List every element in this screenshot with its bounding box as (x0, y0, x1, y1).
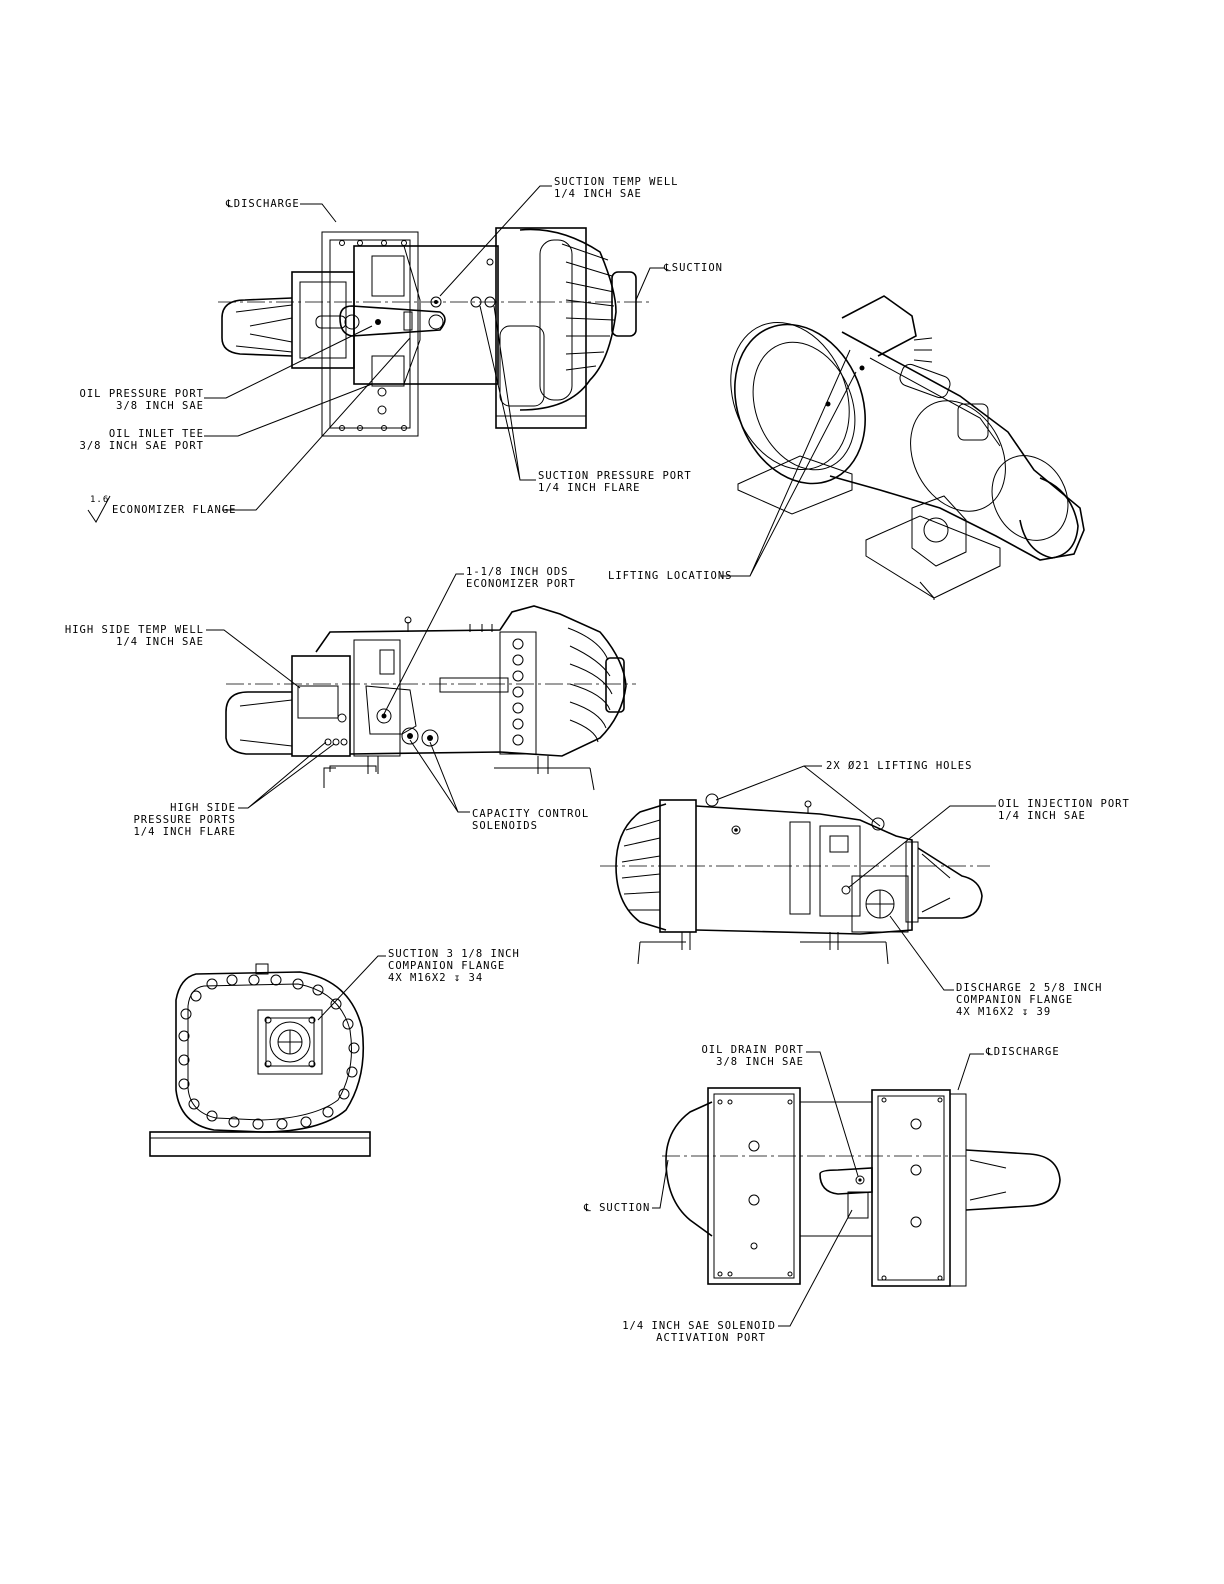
label-oil-injection-port-2: 1/4 INCH SAE (998, 810, 1086, 822)
label-bottom-cl-suction: ℄ SUCTION (584, 1202, 651, 1214)
label-suction-flange-1: SUCTION 3 1/8 INCH (388, 948, 520, 960)
isometric-view (730, 295, 1085, 600)
leader-lines (87, 185, 996, 1327)
label-economizer-port-1: 1-1/8 INCH ODS (466, 566, 569, 578)
label-suction-flange-2: COMPANION FLANGE (388, 960, 506, 972)
label-oil-injection-port-1: OIL INJECTION PORT (998, 798, 1130, 810)
label-suction-pressure-port-1: SUCTION PRESSURE PORT (538, 470, 692, 482)
label-top-cl-discharge: ℄DISCHARGE (226, 198, 300, 210)
label-suction-temp-well-2: 1/4 INCH SAE (554, 188, 642, 200)
label-lifting-holes: 2X Ø21 LIFTING HOLES (826, 760, 973, 772)
label-high-side-pressure-1: HIGH SIDE (170, 802, 236, 814)
label-suction-flange-3: 4X M16X2 ↧ 34 (388, 972, 484, 984)
label-solenoid-activation-1: 1/4 INCH SAE SOLENOID (622, 1320, 776, 1332)
label-oil-drain-port-2: 3/8 INCH SAE (716, 1056, 804, 1068)
label-capacity-control-2: SOLENOIDS (472, 820, 538, 832)
label-solenoid-activation-2: ACTIVATION PORT (656, 1332, 766, 1344)
label-high-side-temp-well-1: HIGH SIDE TEMP WELL (64, 624, 204, 636)
label-suction-temp-well-1: SUCTION TEMP WELL (554, 176, 679, 188)
roughness-value: 1.6 (90, 495, 110, 505)
top-view (218, 227, 650, 437)
label-suction-pressure-port-2: 1/4 INCH FLARE (538, 482, 641, 494)
label-oil-inlet-tee-1: OIL INLET TEE (108, 428, 204, 440)
label-oil-pressure-port-1: OIL PRESSURE PORT (79, 388, 204, 400)
label-high-side-pressure-3: 1/4 INCH FLARE (133, 826, 236, 838)
side-left-view (225, 605, 636, 791)
label-oil-drain-port-1: OIL DRAIN PORT (701, 1044, 804, 1056)
label-high-side-temp-well-2: 1/4 INCH SAE (116, 636, 204, 648)
label-discharge-flange-2: COMPANION FLANGE (956, 994, 1074, 1006)
label-discharge-flange-3: 4X M16X2 ↧ 39 (956, 1006, 1052, 1018)
label-lifting-locations: LIFTING LOCATIONS (608, 570, 733, 582)
label-top-cl-suction: ℄SUCTION (664, 262, 723, 274)
end-view (149, 963, 371, 1157)
label-bottom-cl-discharge: ℄DISCHARGE (986, 1046, 1060, 1058)
label-oil-pressure-port-2: 3/8 INCH SAE (116, 400, 204, 412)
side-right-view (600, 793, 990, 965)
label-capacity-control-1: CAPACITY CONTROL (472, 808, 590, 820)
label-economizer-port-2: ECONOMIZER PORT (466, 578, 576, 590)
label-high-side-pressure-2: PRESSURE PORTS (133, 814, 236, 826)
bottom-view (662, 1087, 1061, 1287)
label-oil-inlet-tee-2: 3/8 INCH SAE PORT (79, 440, 204, 452)
label-discharge-flange-1: DISCHARGE 2 5/8 INCH (956, 982, 1103, 994)
label-economizer-flange: ECONOMIZER FLANGE (112, 504, 237, 516)
